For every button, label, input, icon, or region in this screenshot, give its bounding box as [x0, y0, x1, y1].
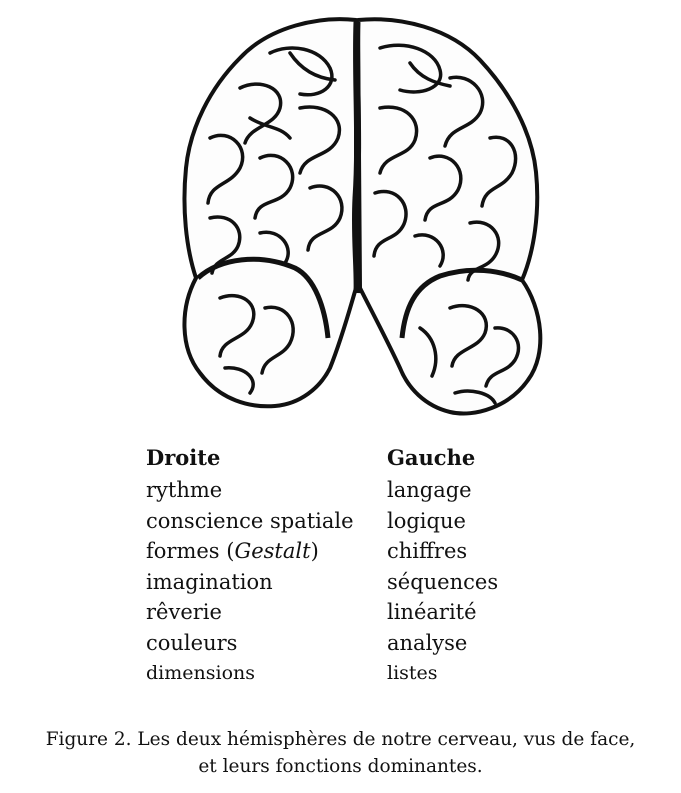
item-italic-text: Gestalt	[234, 539, 311, 563]
item-text: formes (	[146, 539, 235, 563]
list-item: rêverie	[146, 600, 222, 624]
list-item: logique	[387, 508, 466, 533]
caption-line: et leurs fonctions dominantes.	[198, 756, 483, 777]
list-item: rythme	[146, 478, 223, 502]
function-list: rythme conscience spatiale formes (Gesta…	[146, 475, 386, 689]
column-droite: Droite rythme conscience spatiale formes…	[146, 443, 386, 689]
list-item: listes	[387, 662, 438, 684]
list-item: formes (Gestalt)	[146, 536, 386, 567]
item-text: )	[310, 539, 319, 563]
column-gauche: Gauche langage logique chiffres séquence…	[387, 443, 627, 689]
list-item: conscience spatiale	[146, 508, 354, 533]
column-heading: Gauche	[387, 445, 476, 470]
list-item: chiffres	[387, 539, 468, 563]
list-item: langage	[387, 478, 472, 502]
list-item: linéarité	[387, 600, 477, 624]
longitudinal-fissure	[351, 21, 362, 294]
list-item: couleurs	[146, 630, 238, 655]
list-item: dimensions	[146, 662, 255, 684]
list-item: séquences	[387, 569, 499, 594]
list-item: imagination	[146, 569, 273, 594]
brain-illustration	[150, 8, 570, 428]
list-item: analyse	[387, 630, 468, 655]
brain-drawing	[182, 17, 543, 416]
hemisphere-right-outline	[182, 17, 358, 409]
function-list: langage logique chiffres séquences linéa…	[387, 475, 627, 689]
hemisphere-left-outline	[356, 17, 543, 416]
caption-line: Figure 2. Les deux hémisphères de notre …	[45, 729, 636, 750]
figure-caption: Figure 2. Les deux hémisphères de notre …	[0, 726, 681, 780]
column-heading: Droite	[146, 445, 221, 470]
